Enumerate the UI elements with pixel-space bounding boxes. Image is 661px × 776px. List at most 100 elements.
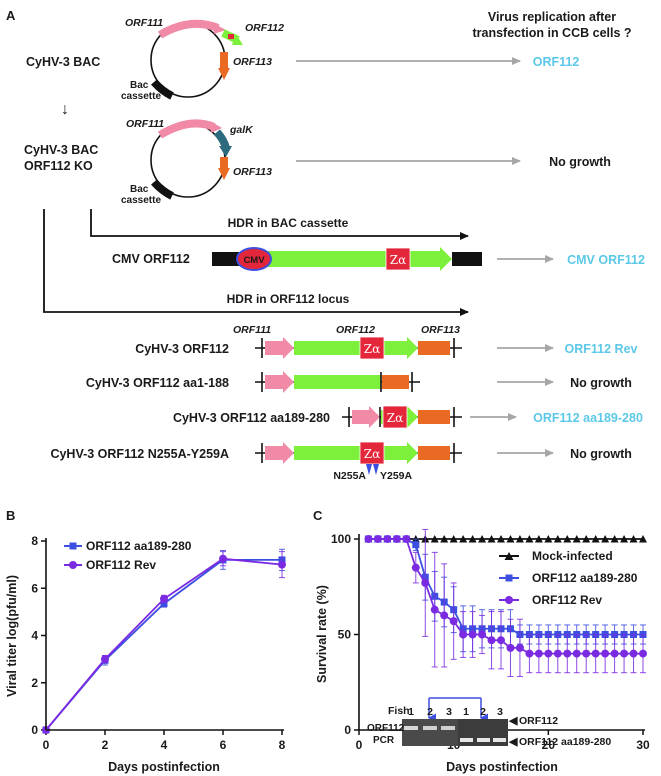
bac-cassette-segment bbox=[151, 79, 174, 100]
panel-c: C 0102030050100 Days postinfection Survi… bbox=[313, 508, 650, 774]
x-tick-label: 0 bbox=[43, 738, 50, 752]
point-orf112-rev bbox=[373, 535, 382, 543]
x-tick-label: 20 bbox=[542, 738, 556, 752]
legend-marker-aa189-280 bbox=[505, 574, 513, 582]
point-orf112-rev bbox=[364, 535, 373, 543]
x-tick-label: 8 bbox=[279, 738, 286, 752]
point-orf112-rev bbox=[572, 649, 581, 658]
panel-c-plot: 0102030050100 bbox=[331, 528, 650, 752]
panel-c-legend: Mock-infected ORF112 aa189-280 ORF112 Re… bbox=[499, 549, 638, 607]
gel-left bbox=[402, 719, 458, 746]
construct-result: No growth bbox=[570, 376, 632, 390]
point-mock-infected bbox=[525, 535, 534, 543]
construct-result: ORF112 aa189-280 bbox=[533, 411, 643, 425]
point-mock-infected bbox=[572, 535, 581, 543]
ko-cassette-label-2: cassette bbox=[121, 195, 161, 206]
ko-orf113-arrow bbox=[218, 168, 230, 180]
orf112-head bbox=[407, 406, 418, 428]
orf111-head bbox=[283, 442, 294, 464]
orf111-bar bbox=[265, 446, 283, 460]
legend-marker-rev bbox=[69, 561, 77, 569]
point-orf112-rev bbox=[610, 649, 619, 658]
gel-band-lower-label: ORF112 aa189-280 bbox=[519, 736, 611, 748]
point-mock-infected bbox=[440, 535, 449, 543]
construct-name: CyHV-3 ORF112 bbox=[135, 342, 229, 356]
legend-label-rev: ORF112 Rev bbox=[86, 558, 156, 572]
down-arrow-icon: ↓ bbox=[61, 101, 69, 118]
construct-name: CyHV-3 ORF112 N255A-Y259A bbox=[50, 447, 229, 461]
ko-name-1: CyHV-3 BAC bbox=[24, 143, 98, 157]
zalpha-label: Zα bbox=[364, 342, 380, 356]
orf111-bar bbox=[265, 341, 283, 355]
bac-orf113-arrow bbox=[218, 68, 230, 80]
gel-row-label-2: PCR bbox=[373, 735, 395, 746]
construct-row-aa189-280: CyHV-3 ORF112 aa189-280 Zα ORF112 aa189-… bbox=[173, 405, 643, 429]
point-orf112-rev bbox=[553, 649, 562, 658]
point-mock-infected bbox=[430, 535, 439, 543]
gel-arrow-lower-icon: ◀ bbox=[508, 736, 518, 748]
point-mock-infected bbox=[591, 535, 600, 543]
panel-c-ylabel: Survival rate (%) bbox=[315, 585, 329, 683]
ko-galk-segment bbox=[213, 129, 230, 150]
point-mock-infected bbox=[449, 535, 458, 543]
point-orf112-rev bbox=[392, 535, 401, 543]
cmv-construct: CMV ORF112 CMV Zα CMV ORF112 bbox=[112, 247, 645, 271]
construct-row-n255a-y259a: CyHV-3 ORF112 N255A-Y259A Zα N255A Y259A… bbox=[50, 441, 632, 482]
point-orf112-rev bbox=[278, 560, 286, 569]
ko-name-2: ORF112 KO bbox=[24, 159, 93, 173]
legend-marker-rev bbox=[505, 596, 513, 604]
construct-result: No growth bbox=[570, 447, 632, 461]
zalpha-box bbox=[359, 336, 385, 360]
point-orf112-rev bbox=[629, 649, 638, 658]
cmv-flank-left bbox=[212, 252, 239, 266]
panel-b-xlabel: Days postinfection bbox=[108, 760, 220, 774]
construct-name: CyHV-3 ORF112 aa189-280 bbox=[173, 411, 330, 425]
point-mock-infected bbox=[601, 535, 610, 543]
point-orf112-rev bbox=[468, 630, 477, 639]
ko-cassette-segment bbox=[151, 179, 174, 200]
zalpha-label: Zα bbox=[364, 447, 380, 461]
point-orf112-rev bbox=[160, 594, 168, 603]
point-mock-infected bbox=[459, 535, 468, 543]
orf112-bar bbox=[294, 446, 407, 460]
point-orf112-rev bbox=[525, 649, 534, 658]
orf112-head bbox=[407, 442, 418, 464]
header-line-1: Virus replication after bbox=[488, 10, 616, 24]
point-mock-infected bbox=[553, 535, 562, 543]
orf112-head bbox=[407, 337, 418, 359]
point-mock-infected bbox=[610, 535, 619, 543]
legend-marker-aa189-280 bbox=[69, 542, 77, 550]
construct-name: CyHV-3 ORF112 aa1-188 bbox=[86, 376, 229, 390]
gel-band-upper bbox=[441, 726, 455, 730]
point-orf112-rev bbox=[544, 649, 553, 658]
gel-arrow-upper-icon: ◀ bbox=[508, 715, 518, 727]
orf112-truncated-bar bbox=[294, 375, 381, 389]
locus-orf112-label: ORF112 bbox=[336, 324, 375, 336]
point-orf112-rev bbox=[582, 649, 591, 658]
y-tick-label: 0 bbox=[31, 723, 38, 737]
ko-plasmid: CyHV-3 BAC ORF112 KO ORF111 galK ORF113 … bbox=[24, 118, 611, 206]
x-tick-label: 0 bbox=[356, 738, 363, 752]
point-mock-infected bbox=[515, 535, 524, 543]
gel-band-lower bbox=[493, 738, 506, 742]
bac-orf111-segment bbox=[157, 19, 220, 39]
cmv-promoter bbox=[236, 247, 272, 271]
point-orf112-rev bbox=[639, 649, 647, 658]
point-orf112-aa189-280 bbox=[160, 600, 168, 608]
gel-lane-label: 1 bbox=[463, 706, 469, 718]
point-mock-infected bbox=[563, 535, 572, 543]
mutation-right-label: Y259A bbox=[380, 470, 413, 482]
hdr-cassette-arrow bbox=[90, 209, 469, 240]
point-orf112-rev bbox=[459, 630, 468, 639]
legend-label-aa189-280: ORF112 aa189-280 bbox=[532, 571, 638, 585]
legend-label-aa189-280: ORF112 aa189-280 bbox=[86, 539, 192, 553]
bac-cassette-label-2: cassette bbox=[121, 91, 161, 102]
zalpha-box bbox=[382, 405, 408, 429]
gel-band-lower bbox=[460, 738, 473, 742]
point-orf112-rev bbox=[515, 643, 524, 652]
point-mock-infected bbox=[487, 535, 496, 543]
gel-lane-label: 2 bbox=[427, 706, 433, 718]
y-tick-label: 6 bbox=[31, 581, 38, 595]
